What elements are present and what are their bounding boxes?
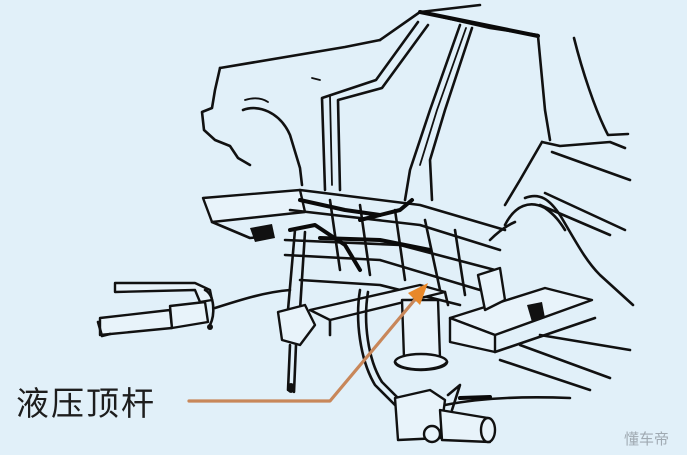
jig-grid (283, 188, 507, 307)
front-fender (200, 38, 382, 187)
callout-label: 液压顶杆 (16, 384, 156, 423)
b-pillar (403, 23, 552, 202)
arrow-head-icon (408, 283, 428, 305)
leader-line (187, 294, 420, 403)
hydraulic-jack-ram (393, 298, 449, 372)
jig-clamp-left (276, 228, 317, 394)
hydraulic-pump (393, 383, 572, 444)
hand-pump (96, 281, 292, 338)
a-pillar (320, 3, 540, 192)
rear-quarter (503, 36, 635, 307)
jig-left-beam (201, 188, 307, 242)
watermark: 懂车帝 (624, 430, 670, 448)
jig-right-beam (448, 220, 632, 392)
hydraulic-hose (356, 288, 402, 407)
